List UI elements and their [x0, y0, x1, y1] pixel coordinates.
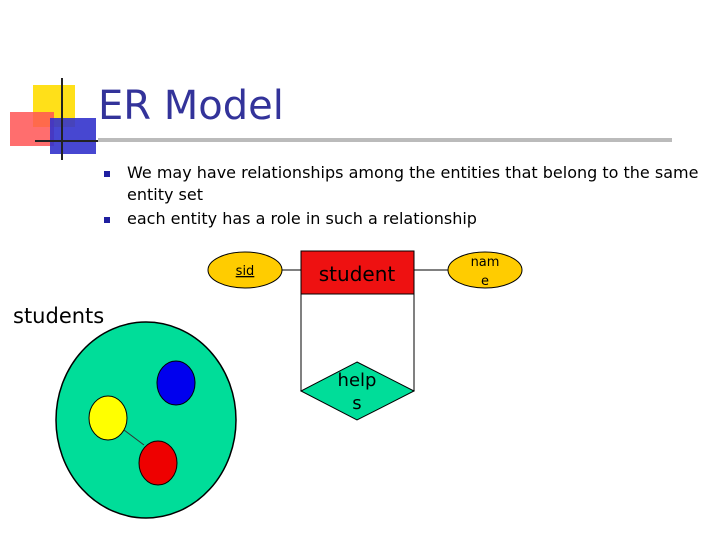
- attribute-name-label-2: e: [481, 274, 489, 289]
- bullet-item: each entity has a role in such a relatio…: [104, 208, 704, 230]
- square-bullet-icon: [104, 171, 110, 177]
- entity-student: [300, 250, 415, 295]
- entity-student-label: student: [319, 262, 396, 286]
- attribute-sid: [207, 251, 283, 289]
- entity-set: [55, 321, 237, 519]
- logo-squares-icon: [10, 78, 98, 160]
- relationship-helps: [299, 361, 416, 421]
- entity-set-circle: [55, 321, 237, 519]
- member-red: [138, 440, 178, 486]
- relationship-helps-label-1: help: [338, 370, 377, 391]
- bullet-text: each entity has a role in such a relatio…: [127, 209, 477, 228]
- member-blue: [156, 360, 196, 406]
- bullet-list: We may have relationships among the enti…: [104, 162, 704, 232]
- entity-set-label: students: [13, 304, 105, 328]
- attribute-name: [447, 251, 523, 289]
- attribute-name-label-1: nam: [471, 255, 500, 270]
- relationship-helps-label-2: s: [352, 393, 361, 414]
- square-bullet-icon: [104, 217, 110, 223]
- bullet-text: We may have relationships among the enti…: [127, 163, 699, 204]
- attribute-sid-label: sid: [236, 264, 255, 279]
- member-yellow: [88, 395, 128, 441]
- bullet-item: We may have relationships among the enti…: [104, 162, 704, 206]
- slide-title: ER Model: [98, 83, 284, 129]
- member-link: [123, 429, 145, 446]
